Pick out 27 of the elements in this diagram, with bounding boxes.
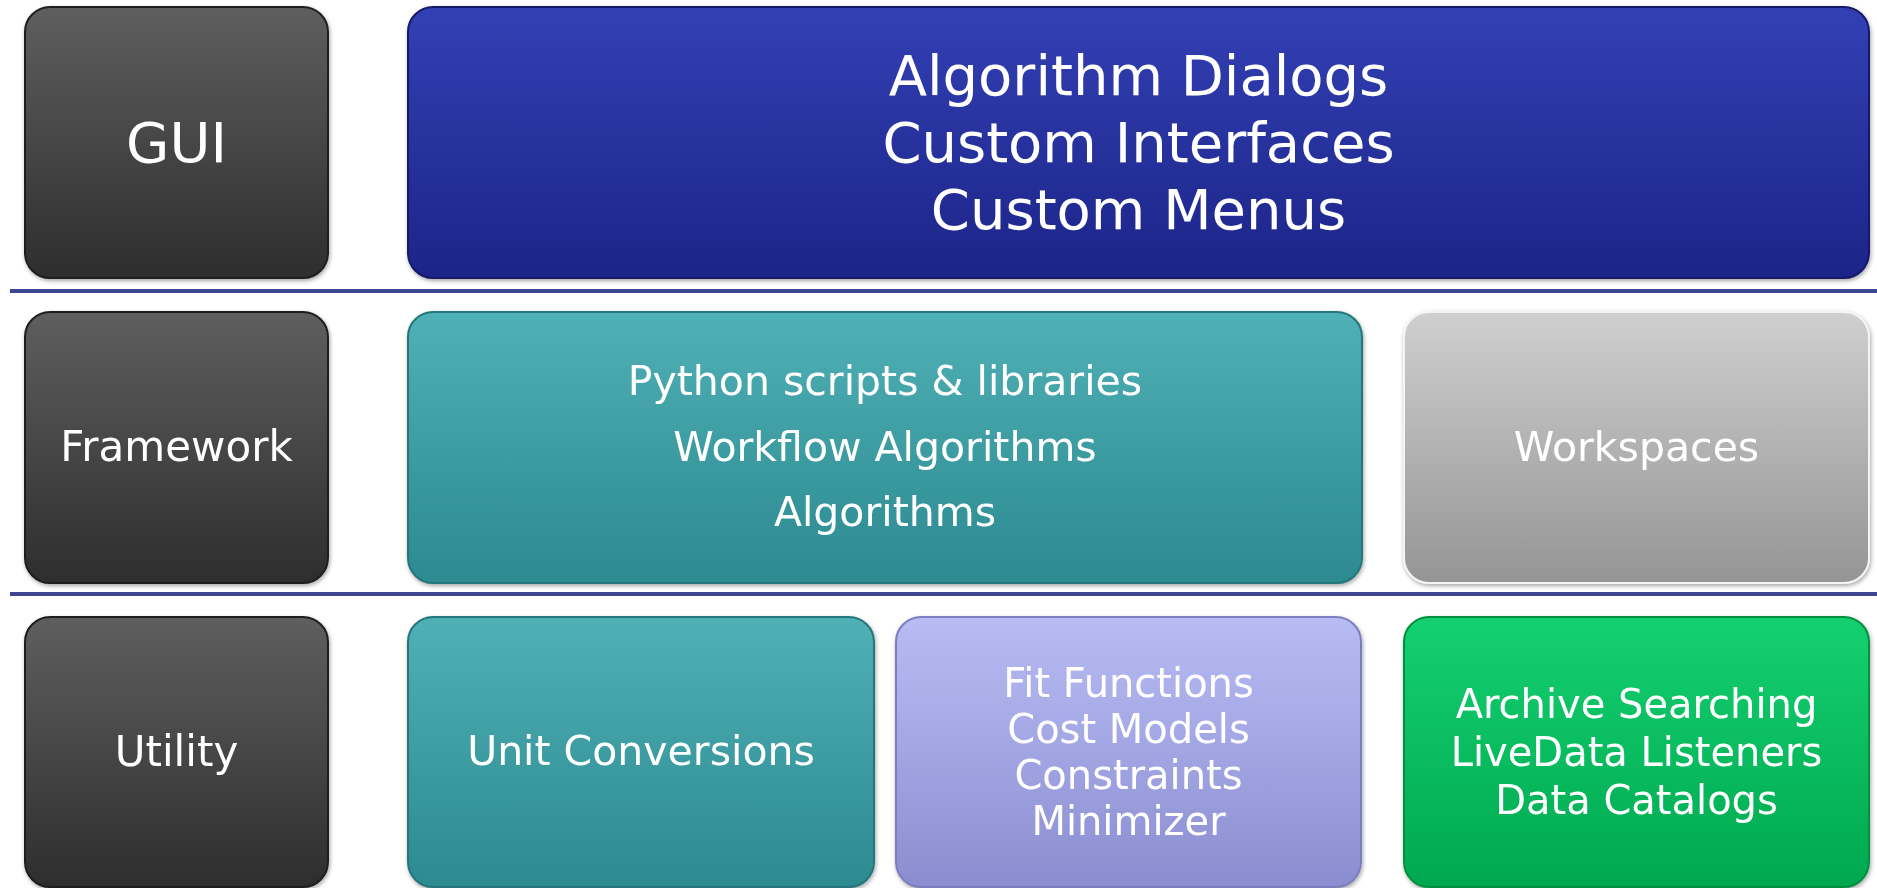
component-label: Custom Interfaces	[882, 108, 1395, 177]
component-box	[895, 616, 1362, 888]
component-box	[407, 616, 875, 888]
component-box	[407, 311, 1363, 584]
component-label: Constraints	[1014, 752, 1243, 798]
component-label: Workflow Algorithms	[673, 421, 1097, 473]
component-label: Unit Conversions	[467, 727, 815, 777]
layer-label-box	[24, 6, 329, 279]
component-box	[1403, 311, 1870, 584]
component-label: Workspaces	[1513, 422, 1760, 473]
component-box	[407, 6, 1870, 279]
component-label: LiveData Listeners	[1450, 728, 1823, 776]
layer-name: Framework	[60, 422, 293, 473]
component-box	[1403, 616, 1870, 888]
component-label: Data Catalogs	[1495, 776, 1778, 824]
layer-name: Utility	[114, 726, 239, 778]
layer-label-box	[24, 311, 329, 584]
component-label: Cost Models	[1007, 706, 1250, 752]
component-label: Algorithms	[773, 487, 997, 539]
layer-name: GUI	[126, 108, 227, 177]
component-label: Archive Searching	[1455, 680, 1818, 728]
component-label: Fit Functions	[1003, 660, 1254, 706]
component-label: Algorithm Dialogs	[888, 41, 1389, 109]
component-label: Minimizer	[1031, 798, 1226, 844]
component-label: Python scripts & libraries	[627, 356, 1143, 408]
component-label: Custom Menus	[930, 176, 1347, 244]
layer-label-box	[24, 616, 329, 888]
